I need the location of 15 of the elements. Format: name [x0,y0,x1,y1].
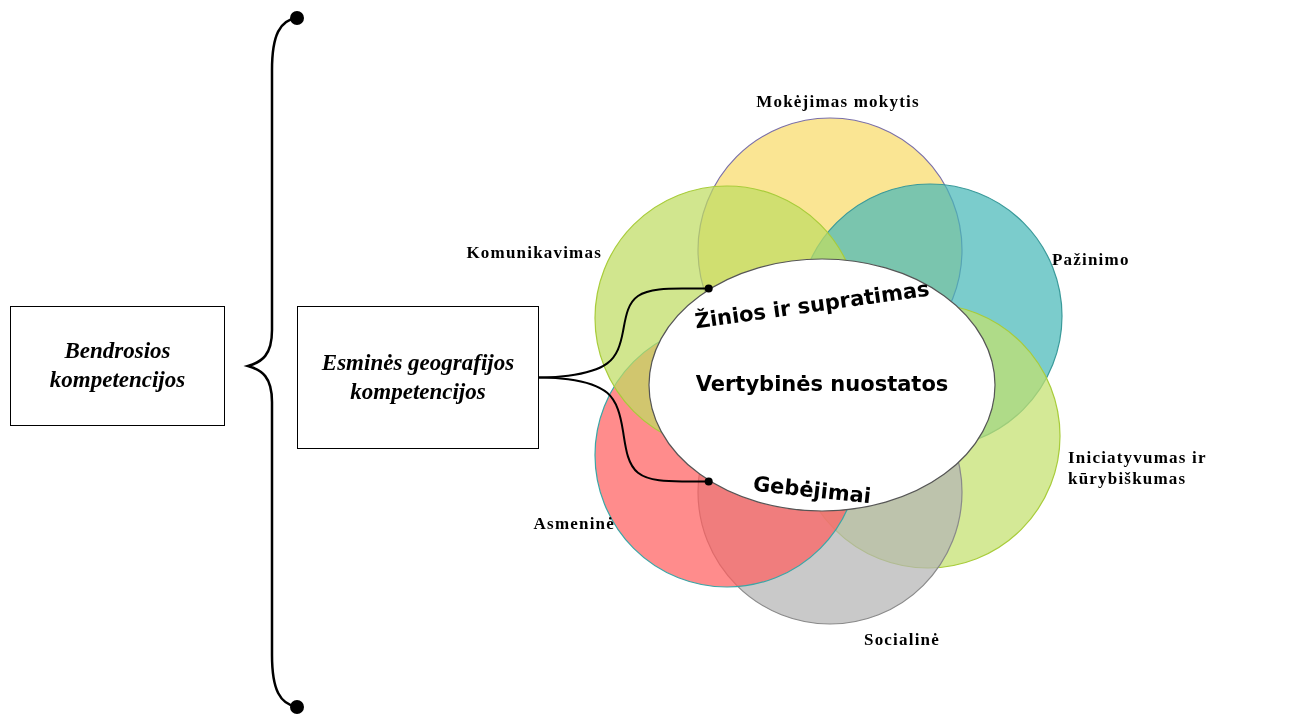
competence-label: Pažinimo [1052,249,1262,271]
ellipse-label: Žinios ir supratimas [693,276,931,334]
competence-label: Komunikavimas [466,242,602,264]
text-box [10,306,225,426]
connector-line [538,376,713,486]
ellipse-label: Gebėjimai [751,471,873,509]
competence-label: Mokėjimas mokytis [756,91,920,113]
box-label: Esminės geografijos kompetencijos [320,348,516,406]
text-box [297,306,539,449]
competence-label: Socialinė [864,629,940,651]
box-label: Bendrosios kompetencijos [48,337,187,394]
competence-label: Asmeninė [533,513,615,535]
competence-label: Iniciatyvumas ir kūrybiškumas [1068,446,1278,490]
ellipse-label: Vertybinės nuostatos [695,372,949,396]
center-ellipse [648,258,996,512]
